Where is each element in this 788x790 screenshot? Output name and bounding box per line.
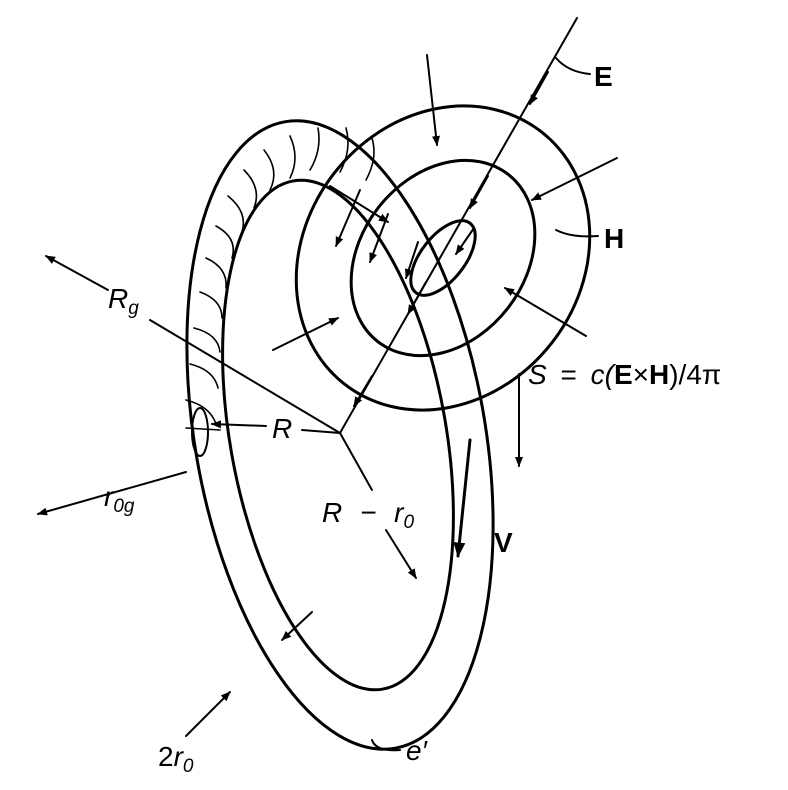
field-arrow-center-c — [369, 213, 389, 263]
label-e: E — [594, 61, 613, 92]
field-arrow-center-b — [335, 189, 361, 247]
field-arrow-left — [272, 317, 339, 351]
field-arrow-center-a — [329, 185, 389, 223]
label-e-prime: e′ — [406, 735, 429, 766]
label-h: H — [604, 223, 624, 254]
field-arrows — [272, 54, 618, 351]
axis-arrow-3 — [469, 175, 489, 209]
h-label-hook — [555, 229, 599, 238]
torus-outer-edge — [185, 119, 495, 751]
r-radius-line — [301, 429, 341, 434]
label-two-r0: 2r0 — [158, 741, 194, 777]
field-ellipse-outer — [294, 104, 592, 412]
rg-radius-line — [149, 319, 341, 434]
r-minus-r0-arrow — [385, 529, 417, 579]
label-rg: Rg — [108, 283, 139, 319]
label-v: V — [494, 527, 513, 558]
e-prime-label-hook — [371, 739, 401, 752]
cross-section-marker — [191, 407, 209, 457]
torus-inner-edge — [221, 178, 455, 692]
axis-arrow-2 — [407, 281, 427, 315]
label-r: R — [272, 413, 292, 444]
axis-arrow-1 — [353, 375, 373, 407]
v-direction-arrow — [453, 438, 472, 558]
e-label-hook — [555, 57, 591, 75]
field-arrow-top — [426, 54, 440, 146]
field-arrow-center-d — [405, 241, 419, 279]
r-minus-r0-line — [339, 432, 373, 491]
field-arrow-right — [531, 157, 618, 201]
field-arrow-center-e — [455, 227, 475, 255]
two-r0-arrow — [185, 691, 231, 737]
field-arrow-lower-right — [504, 287, 587, 337]
field-ellipse-inner — [409, 219, 477, 297]
rg-arrow — [45, 255, 109, 291]
label-s-formula: S = c(E×H)/4π — [528, 359, 721, 390]
field-disk — [294, 104, 592, 412]
field-axis-line — [339, 17, 578, 434]
axis-arrow-4 — [529, 71, 549, 105]
r0g-arrow — [37, 471, 187, 516]
r-arrow — [211, 420, 267, 429]
label-r-minus-r0: R − r0 — [322, 497, 414, 533]
label-r0g: r0g — [104, 481, 135, 517]
field-ellipse-middle — [349, 158, 537, 358]
torus — [185, 119, 495, 751]
inner-edge-arrow — [281, 611, 313, 641]
